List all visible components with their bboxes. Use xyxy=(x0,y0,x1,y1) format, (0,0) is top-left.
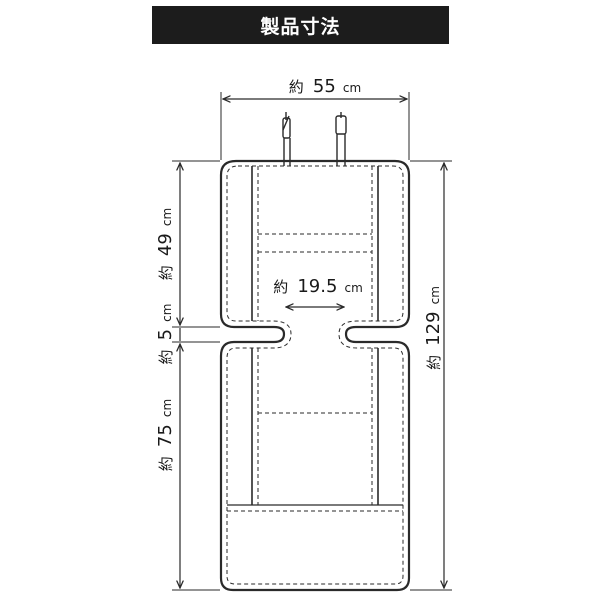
extension-lines xyxy=(172,92,452,591)
mat-outline xyxy=(219,159,411,592)
label-height-neck: 約 5 cm xyxy=(155,304,176,365)
title-bar: 製品寸法 xyxy=(152,6,449,44)
center-panel xyxy=(227,166,403,512)
page-title: 製品寸法 xyxy=(260,15,341,38)
label-width-gap: 約 19.5 cm xyxy=(273,276,363,297)
label-height-lower: 約 75 cm xyxy=(155,399,176,471)
label-height-total: 約 129 cm xyxy=(423,286,444,370)
buckle-strap-right xyxy=(335,112,347,166)
label-height-upper: 約 49 cm xyxy=(155,208,176,280)
mat-inner-stitch xyxy=(226,165,404,585)
buckle-strap-left xyxy=(282,112,291,166)
label-width-total: 約 55 cm xyxy=(289,76,361,97)
